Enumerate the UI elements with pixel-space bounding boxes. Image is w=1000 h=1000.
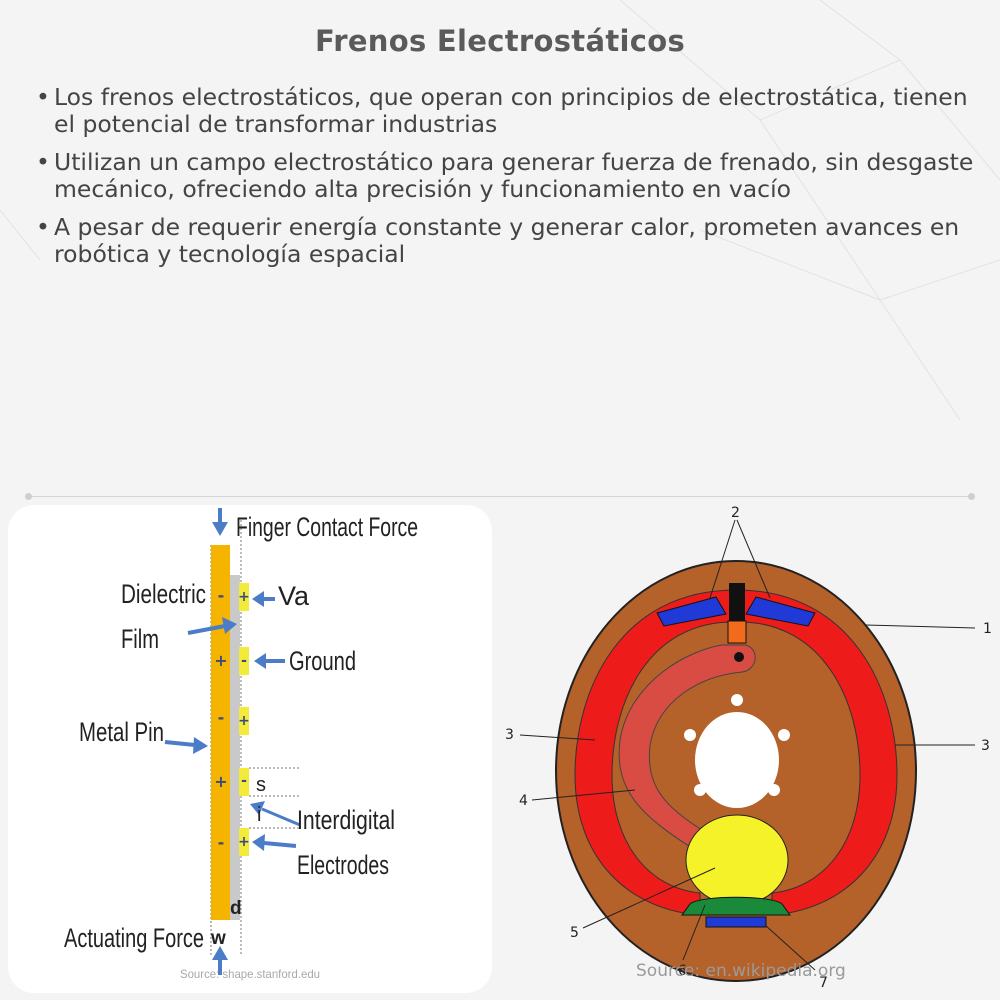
leader-line-1 — [864, 624, 976, 629]
electrode — [239, 707, 249, 735]
label-w: w — [210, 928, 226, 949]
charge-sign: - — [218, 708, 225, 727]
leader-line-2b — [736, 519, 771, 599]
label-4: 4 — [519, 793, 528, 809]
label-electrodes: Electrodes — [297, 850, 389, 880]
section-divider — [25, 493, 975, 500]
leader-line-3-left — [519, 734, 596, 741]
label-actuating-force: Actuating Force — [64, 923, 204, 953]
brake-pad-left — [656, 596, 727, 627]
adjuster — [685, 814, 789, 906]
electroadhesive-diagram: - + - + - + - + - + — [64, 508, 418, 981]
leader-line-6 — [682, 904, 706, 961]
label-finger-contact-force: Finger Contact Force — [236, 512, 418, 542]
label-2: 2 — [731, 505, 740, 521]
page-title: Frenos Electrostáticos — [314, 24, 686, 58]
label-film: Film — [121, 624, 159, 654]
charge-sign: + — [238, 834, 250, 850]
charge-sign: + — [214, 651, 227, 670]
actuating-force-arrow — [212, 946, 228, 975]
electrode-group — [239, 583, 249, 856]
leader-line-2a — [709, 519, 736, 599]
anchor-block — [681, 896, 791, 916]
brake-pad-right — [745, 596, 816, 627]
source-left: Source: shape.stanford.edu — [180, 967, 320, 981]
label-3-right: 3 — [981, 738, 990, 754]
interdigital-arrow-upper — [250, 801, 301, 827]
va-arrow — [252, 591, 275, 607]
leader-line-4 — [531, 789, 636, 801]
leader-line-5 — [582, 867, 716, 929]
electrode — [239, 647, 249, 675]
ground-arrow — [254, 653, 285, 669]
pivot-pin — [734, 652, 744, 662]
label-6: 6 — [678, 963, 687, 979]
source-right: Source: en.wikipedia.org — [636, 961, 846, 981]
electrode — [239, 583, 249, 611]
charge-sign: + — [238, 713, 250, 729]
charge-sign: - — [241, 653, 247, 669]
divider-dot — [968, 493, 975, 500]
charge-sign: + — [238, 589, 250, 605]
label-1: 1 — [983, 621, 992, 637]
label-dielectric: Dielectric — [121, 579, 206, 609]
wheel-cylinder — [729, 583, 745, 621]
leader-line-7 — [764, 924, 816, 971]
label-d: d — [230, 898, 242, 919]
film-arrow — [187, 617, 237, 635]
bullet-list: Los frenos electrostáticos, que operan c… — [32, 84, 982, 279]
label-5: 5 — [570, 925, 579, 941]
label-va: Va — [278, 581, 310, 611]
return-spring — [618, 644, 756, 851]
label-7: 7 — [819, 975, 828, 991]
label-3-left: 3 — [505, 727, 514, 743]
piston — [727, 620, 747, 644]
hub-hole — [695, 712, 779, 808]
bullet-item: Utilizan un campo electrostático para ge… — [32, 149, 982, 203]
electrode — [239, 828, 249, 856]
electrode — [239, 768, 249, 796]
label-metal-pin: Metal Pin — [79, 717, 164, 747]
charge-sign: - — [218, 586, 225, 605]
label-interdigital: Interdigital — [297, 805, 395, 835]
bullet-item: A pesar de requerir energía constante y … — [32, 214, 982, 268]
interdigital-arrow-lower — [252, 834, 297, 851]
label-s: s — [256, 774, 266, 796]
finger-force-arrow — [212, 508, 228, 536]
label-ground: Ground — [289, 646, 356, 676]
bullet-item: Los frenos electrostáticos, que operan c… — [32, 84, 982, 138]
bolt-holes — [684, 694, 790, 796]
label-i: i — [257, 804, 261, 826]
charge-sign: - — [241, 773, 247, 789]
dielectric-film — [230, 575, 240, 920]
divider-dot — [25, 493, 32, 500]
metal-pin-arrow — [164, 737, 208, 754]
charge-sign: - — [218, 833, 225, 852]
metal-pin — [211, 545, 230, 920]
anchor-pad — [705, 916, 767, 928]
electroadhesive-figure-card — [8, 505, 492, 993]
charge-sign: + — [214, 772, 227, 791]
